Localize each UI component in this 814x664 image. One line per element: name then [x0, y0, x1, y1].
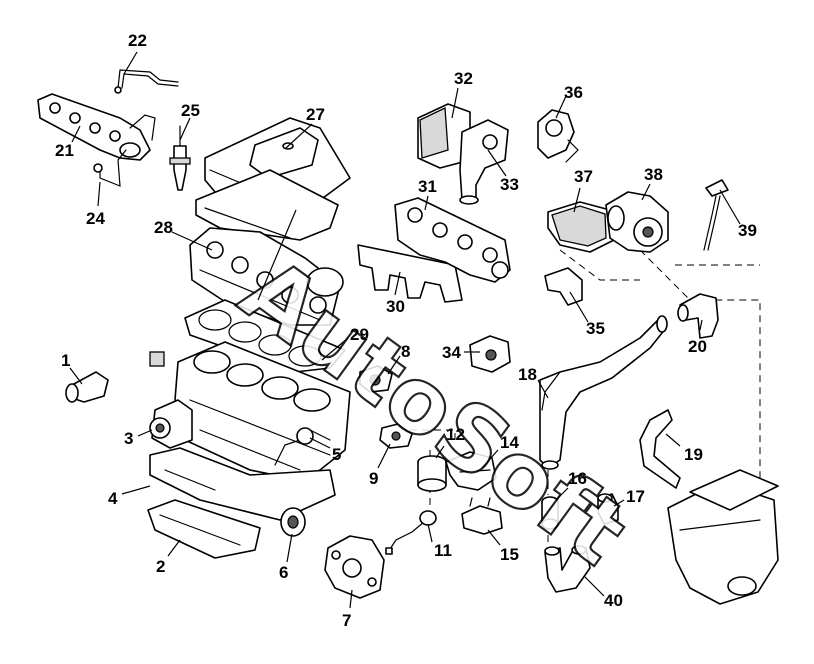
part-17-coupling [597, 493, 619, 525]
engine-block [149, 341, 351, 481]
callout-3: 3 [124, 429, 133, 448]
part-38-turbocharger [605, 191, 669, 253]
callout-21: 21 [55, 141, 74, 160]
callout-24: 24 [86, 209, 105, 228]
part-8-mount [359, 365, 393, 393]
callout-20: 20 [688, 337, 707, 356]
part-37-heat-shield [547, 201, 615, 253]
part-30-exhaust-gasket [357, 244, 463, 303]
leader-lines [69, 51, 741, 609]
part-36-egr-valve [537, 109, 579, 163]
callout-4: 4 [108, 489, 118, 508]
callout-11: 11 [434, 541, 452, 560]
part-31-exhaust-manifold [394, 197, 511, 283]
part-9-bracket [379, 423, 413, 449]
callout-38: 38 [644, 165, 663, 184]
part-34-bracket [469, 335, 511, 373]
callout-33: 33 [500, 175, 519, 194]
part-29-head-gasket [184, 299, 346, 373]
callout-40: 40 [604, 591, 623, 610]
callout-30: 30 [386, 297, 405, 316]
callout-28: 28 [154, 218, 173, 237]
callout-25: 25 [181, 101, 200, 120]
part-15-bracket [461, 497, 503, 535]
part-21-fuel-rail [37, 93, 156, 161]
part-39-dipstick [703, 179, 729, 251]
callout-27: 27 [306, 105, 325, 124]
callout-15: 15 [500, 545, 519, 564]
callout-19: 19 [684, 445, 703, 464]
part-22-fuel-pipe [114, 69, 179, 94]
part-24-fuel-line [93, 149, 127, 187]
callout-1: 1 [61, 351, 70, 370]
callout-labels: 1 2 3 4 5 6 7 8 9 11 12 14 15 16 17 18 1… [55, 31, 757, 630]
callout-29: 29 [350, 325, 369, 344]
part-4-lower-crankcase [149, 447, 336, 521]
part-11-sensor [385, 510, 437, 555]
part-25-injector [169, 125, 191, 191]
callout-34: 34 [442, 343, 461, 362]
part-5-sensor [274, 427, 331, 466]
callout-36: 36 [564, 83, 583, 102]
air-filter-housing [667, 469, 779, 605]
part-6-pulley [280, 507, 306, 537]
part-14-bracket [445, 451, 497, 491]
callout-16: 16 [568, 469, 587, 488]
callout-7: 7 [342, 611, 351, 630]
callout-2: 2 [156, 557, 165, 576]
valve-cover-gasket [195, 169, 339, 241]
callout-35: 35 [586, 319, 605, 338]
callout-22: 22 [128, 31, 147, 50]
callout-14: 14 [500, 433, 519, 452]
callout-31: 31 [418, 177, 437, 196]
callout-8: 8 [401, 342, 410, 361]
part-1-water-outlet [65, 371, 109, 403]
callout-32: 32 [454, 69, 473, 88]
part-35-bracket [544, 267, 583, 306]
part-7-fuel-pump [324, 535, 385, 599]
part-3-water-pump [149, 399, 193, 449]
callout-17: 17 [626, 487, 645, 506]
callout-6: 6 [279, 563, 288, 582]
part-2-oil-pan [147, 499, 261, 559]
part-16-coupling [541, 496, 559, 530]
part-20-elbow-hose [677, 293, 719, 339]
callout-39: 39 [738, 221, 757, 240]
callout-18: 18 [518, 365, 537, 384]
part-40-y-pipe [544, 545, 591, 593]
callout-12: 12 [446, 425, 465, 444]
callout-9: 9 [369, 469, 378, 488]
part-19-hose [639, 409, 681, 489]
callout-37: 37 [574, 167, 593, 186]
callout-5: 5 [332, 445, 341, 464]
part-33-exhaust-elbow [459, 119, 509, 205]
